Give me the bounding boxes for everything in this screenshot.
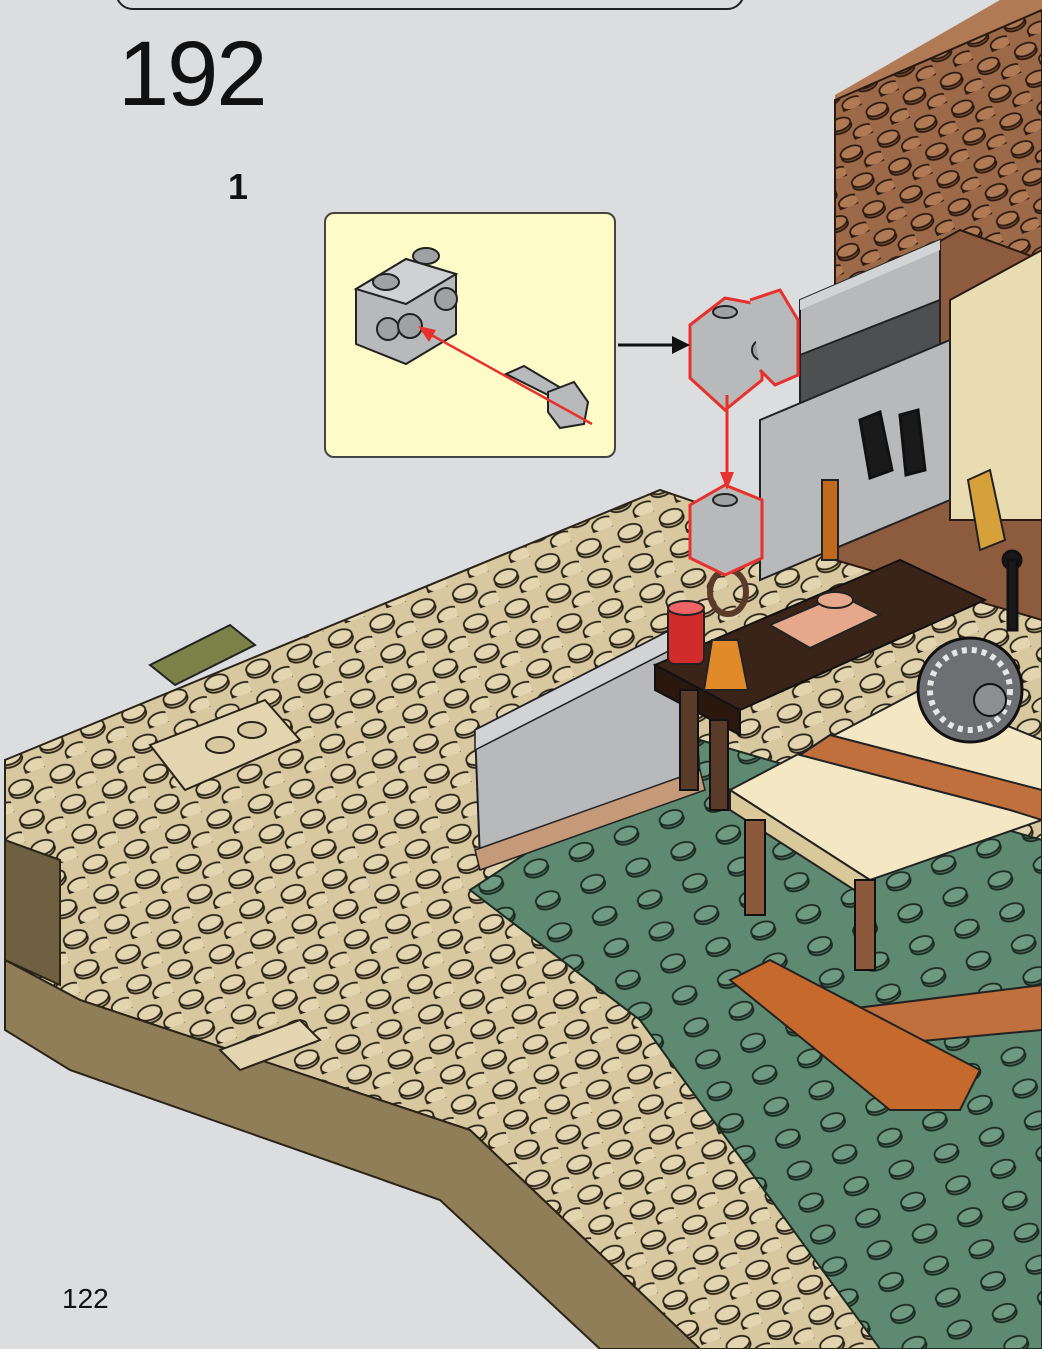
orange-torch (822, 480, 838, 560)
saw-blade (918, 638, 1022, 742)
page-number: 122 (62, 1283, 109, 1315)
brick-1x1-with-studs-icon (356, 248, 457, 364)
callout-illustration (326, 214, 618, 460)
substep-callout-box (324, 212, 616, 458)
callout-red-arrow-line (426, 332, 592, 424)
clip-with-bar-icon (506, 366, 588, 428)
callout-arrow-head (672, 336, 690, 354)
highlighted-brick-lower (690, 485, 762, 575)
highlighted-brick-upper (690, 290, 798, 410)
